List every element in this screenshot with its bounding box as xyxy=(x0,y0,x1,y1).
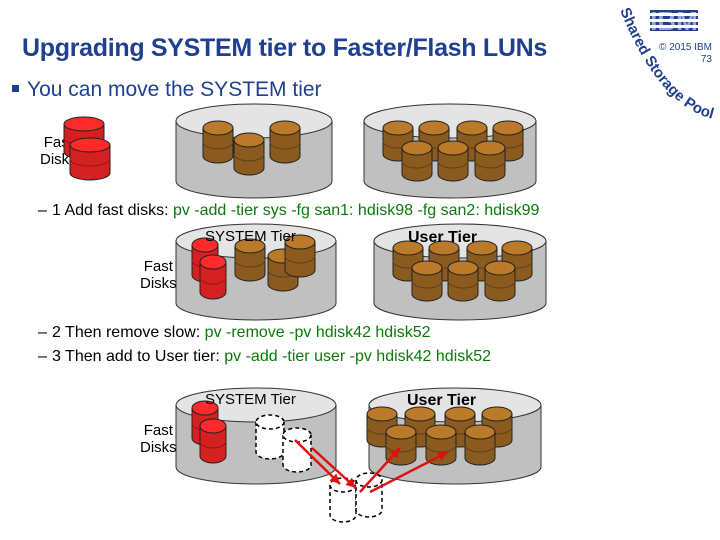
move-arrow xyxy=(359,447,401,493)
user-disk xyxy=(437,140,469,182)
ibm-logo-text: IBM xyxy=(650,6,698,36)
diagram-step-initial xyxy=(63,103,537,199)
removed-slow-disk-outline xyxy=(282,427,312,473)
removed-slow-disk-outline xyxy=(255,414,285,460)
system-tier-label-2: SYSTEM Tier xyxy=(205,228,296,245)
bullet-item: You can move the SYSTEM tier xyxy=(12,78,322,102)
diagram-step-add-fast xyxy=(175,223,547,321)
fast-disks-label-3: Fast Disks xyxy=(140,422,177,456)
fast-disks-label-line2: Disks xyxy=(140,275,177,292)
fast-disks-label-line1: Fast xyxy=(143,258,173,275)
user-tier-label-3: User Tier xyxy=(407,392,477,409)
user-disk xyxy=(484,260,516,302)
move-arrow xyxy=(311,447,357,489)
slow-disk xyxy=(269,120,301,164)
copyright-text: © 2015 IBM xyxy=(659,42,712,53)
copyright-block: © 2015 IBM 73 xyxy=(659,42,712,66)
fast-disk xyxy=(69,137,111,181)
fast-disks-label-2: Fast Disks xyxy=(140,258,177,292)
moving-disk-outline xyxy=(355,472,383,518)
user-disk xyxy=(401,140,433,182)
ibm-logo-icon: IBM xyxy=(650,6,698,36)
user-tier-label-2: User Tier xyxy=(408,229,478,246)
user-disk xyxy=(447,260,479,302)
step-2-prefix: 2 Then remove slow: xyxy=(52,324,205,341)
step-2: –2 Then remove slow: pv -remove -pv hdis… xyxy=(38,324,431,341)
step-3-command: pv -add -tier user -pv hdisk42 hdisk52 xyxy=(224,348,492,365)
step-2-command: pv -remove -pv hdisk42 hdisk52 xyxy=(204,324,431,341)
user-disk xyxy=(474,140,506,182)
diagram-step-move-slow xyxy=(175,387,542,523)
slow-disk xyxy=(284,234,316,278)
slow-disk xyxy=(234,238,266,282)
fast-disks-label-line1: Fast xyxy=(143,422,173,439)
slide-title: Upgrading SYSTEM tier to Faster/Flash LU… xyxy=(22,34,547,62)
user-disk xyxy=(411,260,443,302)
step-1: –1 Add fast disks: pv -add -tier sys -fg… xyxy=(38,202,540,219)
move-arrow xyxy=(369,450,449,494)
fast-disks-label-line2: Disks xyxy=(140,439,177,456)
system-tier-label-3: SYSTEM Tier xyxy=(205,391,296,408)
slow-disk xyxy=(202,120,234,164)
user-disk xyxy=(425,424,457,466)
user-disk xyxy=(464,424,496,466)
step-1-prefix: 1 Add fast disks: xyxy=(52,202,173,219)
corner-decoration: Shared Storage Pool 5 IBM xyxy=(600,0,719,124)
slow-disk xyxy=(233,132,265,176)
bullet-square-icon xyxy=(12,84,19,92)
step-3-prefix: 3 Then add to User tier: xyxy=(52,348,225,365)
page-number: 73 xyxy=(700,54,712,65)
fast-disk xyxy=(199,254,227,300)
bullet-text: You can move the SYSTEM tier xyxy=(27,78,322,101)
step-1-command: pv -add -tier sys -fg san1: hdisk98 -fg … xyxy=(172,202,540,219)
step-3: –3 Then add to User tier: pv -add -tier … xyxy=(38,348,492,365)
fast-disk xyxy=(199,418,227,464)
move-arrow xyxy=(294,439,341,485)
